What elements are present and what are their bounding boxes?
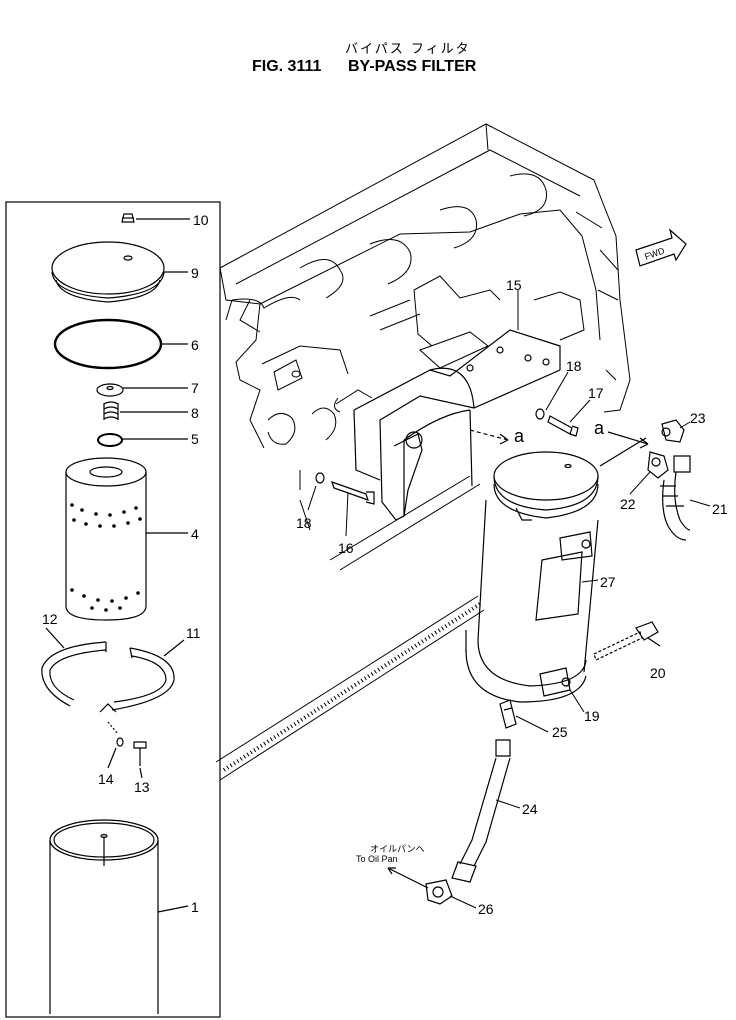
label-part-11: 11 xyxy=(186,625,201,641)
oil-pan-arrow xyxy=(387,867,429,889)
part-elbow-upper xyxy=(661,419,685,443)
section-arrows xyxy=(469,429,649,467)
part-plug xyxy=(121,213,190,223)
figure-number: FIG. 3111 xyxy=(252,58,322,75)
part-filter-case xyxy=(49,819,189,1014)
label-part-7: 7 xyxy=(191,380,199,396)
label-part-13: 13 xyxy=(134,779,150,795)
label-part-26: 26 xyxy=(478,901,494,917)
label-part-22: 22 xyxy=(620,496,636,512)
part-o-ring-large xyxy=(53,318,188,370)
label-part-25: 25 xyxy=(552,724,568,740)
label-part-23: 23 xyxy=(690,410,706,426)
part-filter-assembly xyxy=(465,451,599,703)
label-part-4: 4 xyxy=(191,526,199,542)
part-elbow-lower xyxy=(647,451,669,479)
label-part-9: 9 xyxy=(191,265,199,281)
label-part-6: 6 xyxy=(191,337,199,353)
title-japanese: バイパス フィルタ xyxy=(345,42,471,57)
part-mount-bolt xyxy=(593,621,661,661)
part-clamp-band xyxy=(41,627,185,713)
part-washer xyxy=(96,383,188,397)
engine-block xyxy=(219,123,631,571)
label-part-19: 19 xyxy=(584,708,600,724)
label-part-18-left: 18 xyxy=(296,515,312,531)
label-part-24: 24 xyxy=(522,801,538,817)
drive-belt xyxy=(215,595,485,781)
fwd-label: FWD xyxy=(643,245,666,262)
part-bracket xyxy=(353,329,561,521)
label-part-15: 15 xyxy=(506,277,522,293)
label-part-14: 14 xyxy=(98,771,114,787)
part-hose-lower xyxy=(451,739,511,883)
label-part-16: 16 xyxy=(338,540,354,556)
part-elbow-pan xyxy=(425,879,453,905)
section-marker-right: a xyxy=(594,418,605,438)
part-cover xyxy=(51,241,188,303)
section-marker-left: a xyxy=(514,426,525,446)
label-part-1: 1 xyxy=(191,899,199,915)
label-part-21: 21 xyxy=(712,501,728,517)
label-part-18-right: 18 xyxy=(566,358,582,374)
part-spring xyxy=(103,401,188,420)
part-o-ring-small xyxy=(97,433,188,447)
part-bolt-left xyxy=(315,472,375,505)
label-part-27: 27 xyxy=(600,574,616,590)
exploded-view-frame xyxy=(5,201,221,1018)
part-clamp-washer xyxy=(107,721,124,769)
part-hose-upper xyxy=(660,455,691,541)
part-adaptor xyxy=(499,699,517,729)
part-bolt-right xyxy=(535,408,579,437)
label-part-8: 8 xyxy=(191,405,199,421)
destination-english: To Oil Pan xyxy=(356,854,398,864)
destination-japanese: オイルパンヘ xyxy=(370,844,424,854)
fwd-arrow xyxy=(635,228,687,267)
label-part-5: 5 xyxy=(191,431,199,447)
label-part-10: 10 xyxy=(193,212,209,228)
label-part-17: 17 xyxy=(588,385,604,401)
leader-lines xyxy=(307,290,711,909)
label-part-12: 12 xyxy=(42,611,58,627)
part-filter-element xyxy=(65,457,188,621)
label-part-20: 20 xyxy=(650,665,666,681)
part-clamp-bolt xyxy=(133,741,147,779)
figure-title: BY-PASS FILTER xyxy=(348,58,477,75)
